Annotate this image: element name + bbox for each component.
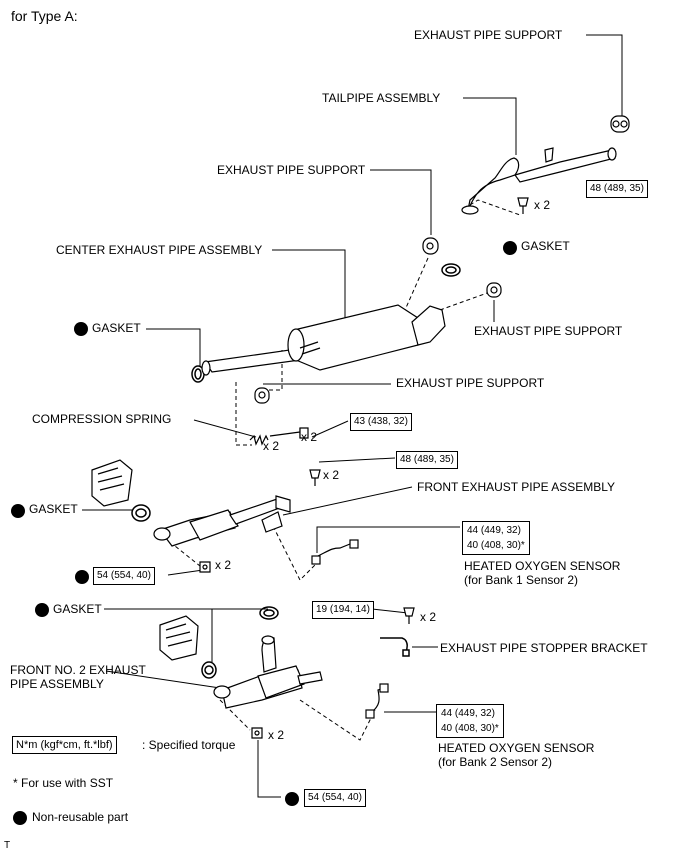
label-gasket-upper-right: GASKET <box>521 239 570 253</box>
page-title: for Type A: <box>11 8 78 24</box>
label-exhaust-pipe-support-lower: EXHAUST PIPE SUPPORT <box>396 376 545 390</box>
legend-torque-unit: N*m (kgf*cm, ft.*lbf) <box>12 736 117 754</box>
torque-spring-bolt: 43 (438, 32) <box>350 413 412 431</box>
torque-sensor-2-std: 44 (449, 32) <box>441 708 495 719</box>
torque-bottom-nut: 54 (554, 40) <box>304 789 366 807</box>
non-reusable-dot <box>503 241 517 255</box>
label-heated-oxygen-sensor-2: HEATED OXYGEN SENSOR <box>438 741 595 755</box>
label-tailpipe-assembly: TAILPIPE ASSEMBLY <box>322 91 441 105</box>
qty-front-bolts: x 2 <box>323 468 340 482</box>
torque-sensor-1-sst: 40 (408, 30)* <box>467 540 525 551</box>
torque-front-nut: 54 (554, 40) <box>93 567 155 585</box>
front-no2-pipe-drawing <box>159 615 323 709</box>
legend-non-reusable: Non-reusable part <box>32 810 129 824</box>
leader-lines <box>82 34 623 798</box>
bracket-drawing <box>380 637 410 657</box>
non-reusable-dot <box>285 792 299 806</box>
non-reusable-dot <box>13 811 27 825</box>
torque-sensor-1-std: 44 (449, 32) <box>467 525 521 536</box>
qty-front-nuts: x 2 <box>215 558 232 572</box>
torque-tailpipe-bolt: 48 (489, 35) <box>586 180 648 198</box>
label-front-exhaust-pipe-assembly: FRONT EXHAUST PIPE ASSEMBLY <box>417 480 616 494</box>
torque-front-bolt: 48 (489, 35) <box>396 451 458 469</box>
label-exhaust-pipe-support-mid: EXHAUST PIPE SUPPORT <box>217 163 366 177</box>
front-pipe-drawing <box>91 459 291 547</box>
label-compression-spring: COMPRESSION SPRING <box>32 412 172 426</box>
assembly-guides <box>169 199 521 741</box>
torque-sensor-2: 44 (449, 32) 40 (408, 30)* <box>436 704 504 738</box>
label-exhaust-pipe-support-top: EXHAUST PIPE SUPPORT <box>414 28 563 42</box>
bolt-drawings <box>199 197 529 739</box>
qty-tailpipe-bolts: x 2 <box>534 198 551 212</box>
qty-bottom-nuts: x 2 <box>268 728 285 742</box>
label-heated-oxygen-sensor-1: HEATED OXYGEN SENSOR <box>464 559 621 573</box>
tailpipe-drawing <box>461 147 617 215</box>
label-center-exhaust-pipe-assembly: CENTER EXHAUST PIPE ASSEMBLY <box>56 243 263 257</box>
label-gasket-front: GASKET <box>29 502 78 516</box>
sensor-drawings <box>311 539 389 719</box>
non-reusable-dot <box>35 603 49 617</box>
label-front-no2-line2: PIPE ASSEMBLY <box>10 677 104 691</box>
qty-bracket-bolts: x 2 <box>420 610 437 624</box>
center-pipe-drawing <box>201 304 446 376</box>
hanger-drawings <box>254 115 630 404</box>
torque-bracket-bolt: 19 (194, 14) <box>312 601 374 619</box>
torque-sensor-1: 44 (449, 32) 40 (408, 30)* <box>462 521 530 555</box>
non-reusable-dot <box>75 570 89 584</box>
non-reusable-dot <box>11 504 25 518</box>
label-exhaust-pipe-support-right: EXHAUST PIPE SUPPORT <box>474 324 623 338</box>
qty-springs: x 2 <box>263 439 280 453</box>
non-reusable-dot <box>74 322 88 336</box>
label-heated-oxygen-sensor-2-note: (for Bank 2 Sensor 2) <box>438 755 553 769</box>
qty-spring-bolts: x 2 <box>301 430 318 444</box>
label-heated-oxygen-sensor-1-note: (for Bank 1 Sensor 2) <box>464 573 579 587</box>
label-exhaust-pipe-stopper-bracket: EXHAUST PIPE STOPPER BRACKET <box>440 641 648 655</box>
gasket-drawings <box>131 263 461 679</box>
spring-bolt-drawing <box>249 427 309 446</box>
torque-sensor-2-sst: 40 (408, 30)* <box>441 723 499 734</box>
legend-sst-note: * For use with SST <box>13 776 114 790</box>
legend-torque-desc: : Specified torque <box>142 738 236 752</box>
label-gasket-center: GASKET <box>92 321 141 335</box>
label-gasket-lower: GASKET <box>53 602 102 616</box>
label-front-no2-line1: FRONT NO. 2 EXHAUST <box>10 663 146 677</box>
footer-mark: T <box>4 840 11 851</box>
